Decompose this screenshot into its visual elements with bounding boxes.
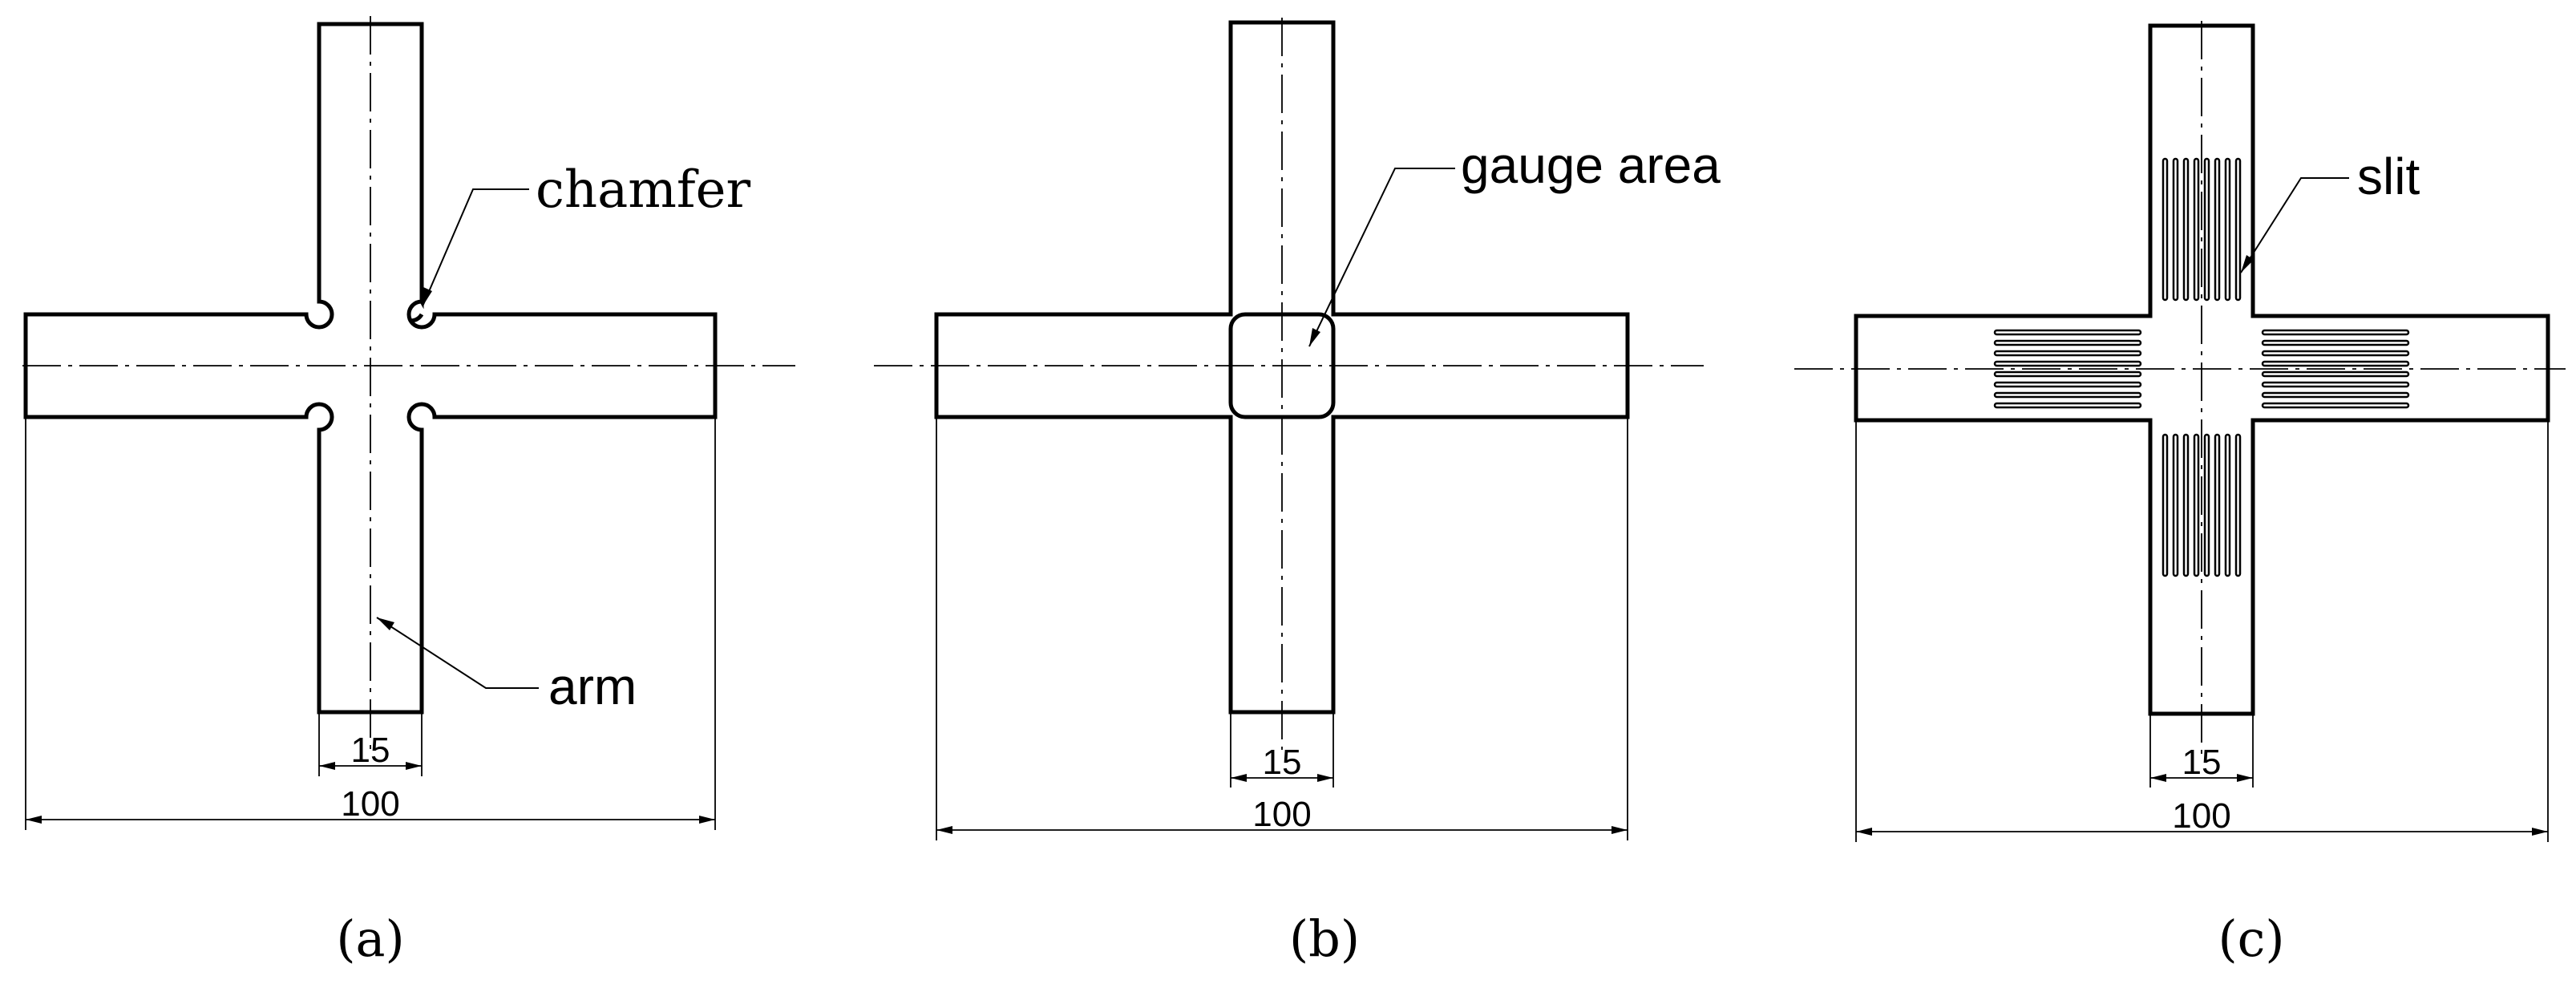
slit-top-6 <box>2214 157 2221 302</box>
slit-left-1 <box>1993 329 2142 336</box>
slit-right-7 <box>2261 391 2410 399</box>
specimen-b-dim-length-label: 100 <box>1252 795 1311 834</box>
specimen-b-dim-width: 15 <box>1230 712 1334 788</box>
specimen-a-dim-width-label: 15 <box>351 731 390 770</box>
slit-top-3 <box>2182 157 2190 302</box>
slit-left-2 <box>1993 339 2142 346</box>
specimen-a-dim-width: 15 <box>318 712 423 776</box>
slit-top-5 <box>2203 157 2210 302</box>
slit-right-8 <box>2261 402 2410 409</box>
slit-label: slit <box>2357 148 2420 205</box>
slit-left-7 <box>1993 391 2142 399</box>
slit-left-8 <box>1993 402 2142 409</box>
gauge-area-label: gauge area <box>1461 136 1721 194</box>
slit-top-2 <box>2172 157 2179 302</box>
arm-label: arm <box>548 658 637 715</box>
slit-right-5 <box>2261 371 2410 378</box>
specimen-c-dim-length: 100 <box>1855 420 2549 842</box>
specimen-a-arm-callout: arm <box>376 617 637 715</box>
slit-top-4 <box>2193 157 2200 302</box>
specimen-a-dim-length: 100 <box>25 417 716 830</box>
specimen-c-slits <box>1993 157 2410 577</box>
slit-bottom-4 <box>2193 433 2200 577</box>
gauge-area-callout: gauge area <box>1308 136 1721 347</box>
specimen-c-dim-length-label: 100 <box>2172 796 2230 836</box>
slit-bottom-3 <box>2182 433 2190 577</box>
slit-bottom-6 <box>2214 433 2221 577</box>
slit-right-6 <box>2261 381 2410 388</box>
slit-bottom-1 <box>2161 433 2169 577</box>
slit-right-4 <box>2261 360 2410 367</box>
slit-callout: slit <box>2240 148 2420 273</box>
chamfer-label: chamfer <box>536 160 750 220</box>
slit-bottom-5 <box>2203 433 2210 577</box>
specimen-a: 15 100 chamfer arm (a) <box>22 16 795 968</box>
specimen-b-dim-length: 100 <box>936 417 1628 840</box>
slit-left-6 <box>1993 381 2142 388</box>
slit-bottom-2 <box>2172 433 2179 577</box>
slit-left-3 <box>1993 350 2142 357</box>
slit-top-8 <box>2234 157 2242 302</box>
specimen-c-dim-width-label: 15 <box>2182 743 2222 782</box>
slit-top-7 <box>2224 157 2231 302</box>
caption-b: (b) <box>1289 909 1360 968</box>
slit-bottom-8 <box>2234 433 2242 577</box>
slit-bottom-7 <box>2224 433 2231 577</box>
specimen-b-dim-width-label: 15 <box>1263 743 1302 782</box>
caption-c: (c) <box>2218 909 2284 968</box>
slit-top-1 <box>2161 157 2169 302</box>
specimen-c-dim-width: 15 <box>2149 714 2254 788</box>
slit-right-1 <box>2261 329 2410 336</box>
specimen-a-dim-length-label: 100 <box>341 784 399 824</box>
slit-right-2 <box>2261 339 2410 346</box>
slit-left-5 <box>1993 371 2142 378</box>
specimen-b: 15 100 gauge area (b) <box>874 18 1721 968</box>
slit-left-4 <box>1993 360 2142 367</box>
slit-right-3 <box>2261 350 2410 357</box>
specimen-c: 15 100 slit (c) <box>1794 21 2566 968</box>
specimen-a-chamfer-callout: chamfer <box>422 160 750 307</box>
caption-a: (a) <box>336 909 404 968</box>
